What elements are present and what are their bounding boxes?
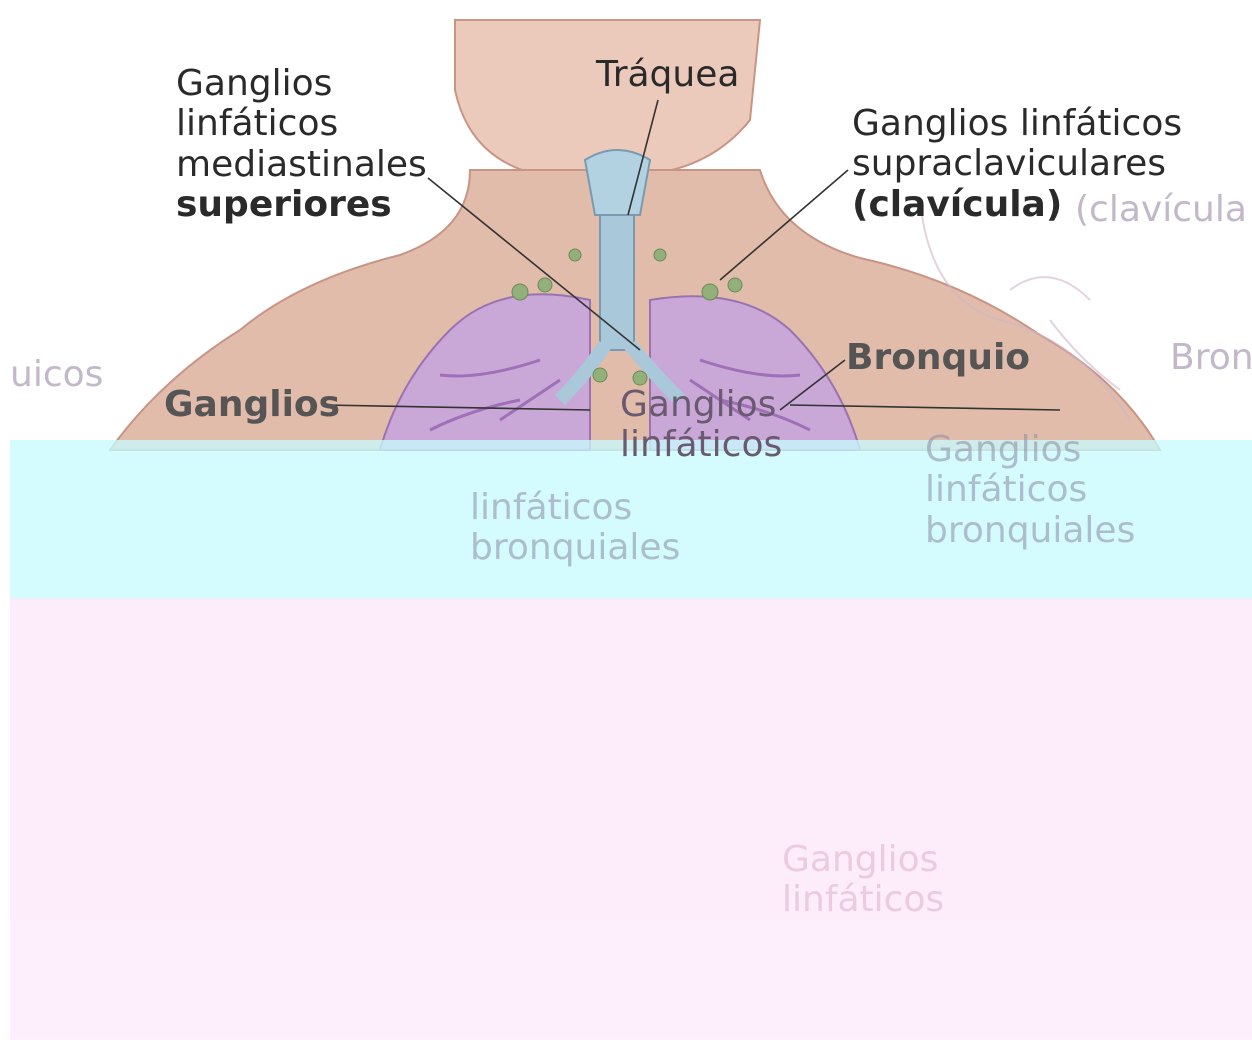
right-ghost-label: Ganglios linfáticos bronquiales [925,430,1135,551]
bron-ghost-label: Bron [1170,338,1252,378]
label-line: linfáticos [925,470,1135,510]
label-line: Ganglios linfáticos [852,104,1182,144]
trachea-label: Tráquea [596,55,739,95]
label-line: linfáticos [782,880,944,920]
label-line: Ganglios [925,430,1135,470]
bottom-ghost-label: Ganglios linfáticos [782,840,944,921]
label-line: Ganglios [620,385,782,425]
label-line: linfáticos [176,104,427,144]
label-line: Ganglios [782,840,944,880]
subcarinal-ghost-label: linfáticos bronquiales [470,488,680,569]
pink-artifact-band-bottom [10,920,1252,1040]
label-line: bronquiales [925,511,1135,551]
bronchus-label: Bronquio [846,338,1030,378]
superior-mediastinal-label: Ganglios linfáticos mediastinales superi… [176,64,427,225]
label-line: linfáticos [620,425,782,465]
larynx [585,150,650,215]
left-ghost-label: uicos [10,355,103,395]
label-line: superiores [176,185,427,225]
center-nodes-label: Ganglios linfáticos [620,385,782,466]
label-line: supraclaviculares [852,144,1182,184]
clavicle-ghost-label: (clavícula [1075,190,1247,230]
label-line: mediastinales [176,145,427,185]
left-ganglios-label: Ganglios [164,385,340,425]
label-line: bronquiales [470,528,680,568]
label-line: linfáticos [470,488,680,528]
label-line: Ganglios [176,64,427,104]
